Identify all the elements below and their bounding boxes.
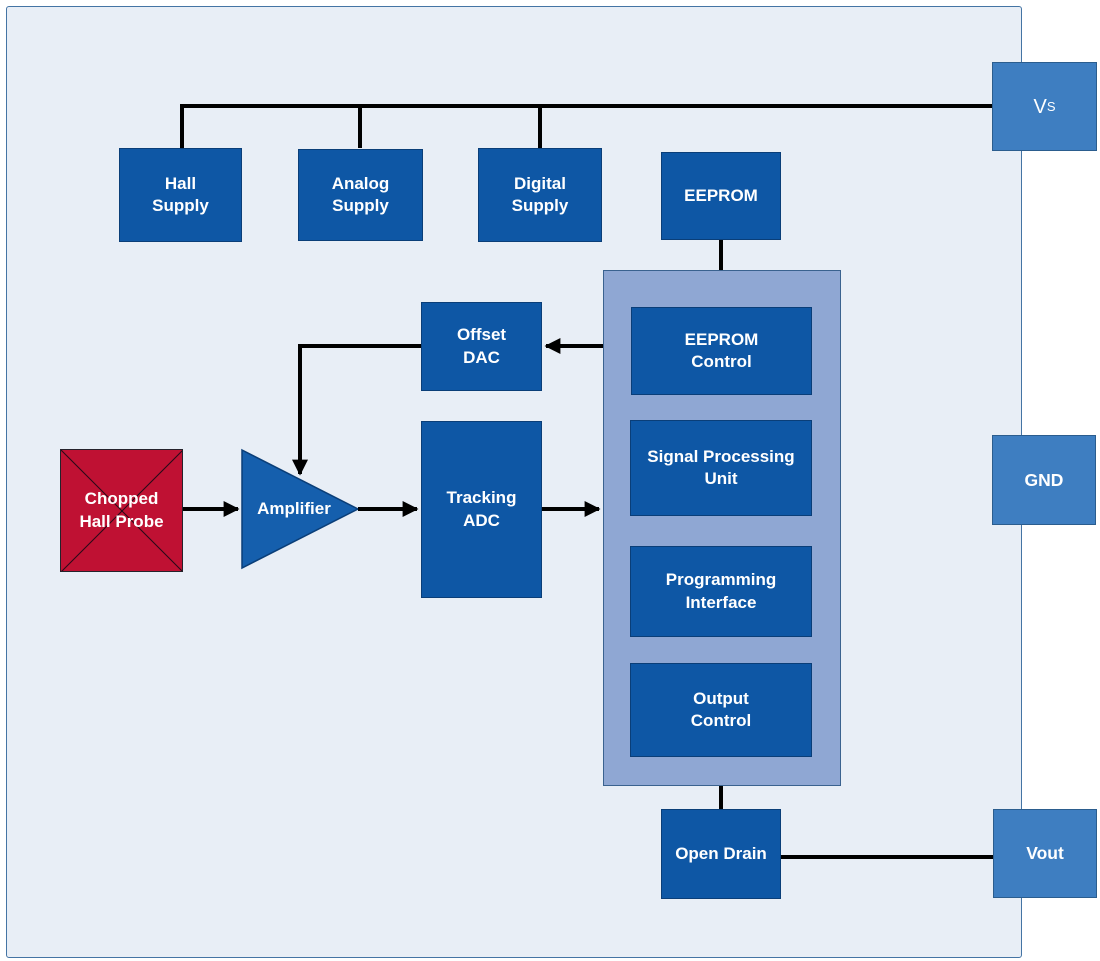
open-drain-block: Open Drain [661, 809, 781, 899]
analog-supply-block: Analog Supply [298, 149, 423, 241]
digital-core-container: EEPROM Control Signal Processing Unit Pr… [603, 270, 841, 786]
chopped-hall-probe-block: Chopped Hall Probe [60, 449, 183, 572]
gnd-pad: GND [992, 435, 1096, 525]
output-control-block: Output Control [630, 663, 812, 757]
offset-dac-block: Offset DAC [421, 302, 542, 391]
amplifier-triangle [241, 448, 360, 570]
digital-supply-block: Digital Supply [478, 148, 602, 242]
hall-supply-block: Hall Supply [119, 148, 242, 242]
eeprom-control-block: EEPROM Control [631, 307, 812, 395]
signal-processing-unit-block: Signal Processing Unit [630, 420, 812, 516]
tracking-adc-block: Tracking ADC [421, 421, 542, 598]
vout-pad: Vout [993, 809, 1097, 898]
supply-bus-line [180, 104, 992, 148]
offset-dac-to-amplifier-arrow [292, 344, 421, 476]
probe-label: Chopped Hall Probe [79, 489, 164, 531]
programming-interface-block: Programming Interface [630, 546, 812, 637]
eeprom-block: EEPROM [661, 152, 781, 240]
vs-pad-label: V [1033, 95, 1047, 118]
amplifier-label: Amplifier [257, 499, 331, 518]
